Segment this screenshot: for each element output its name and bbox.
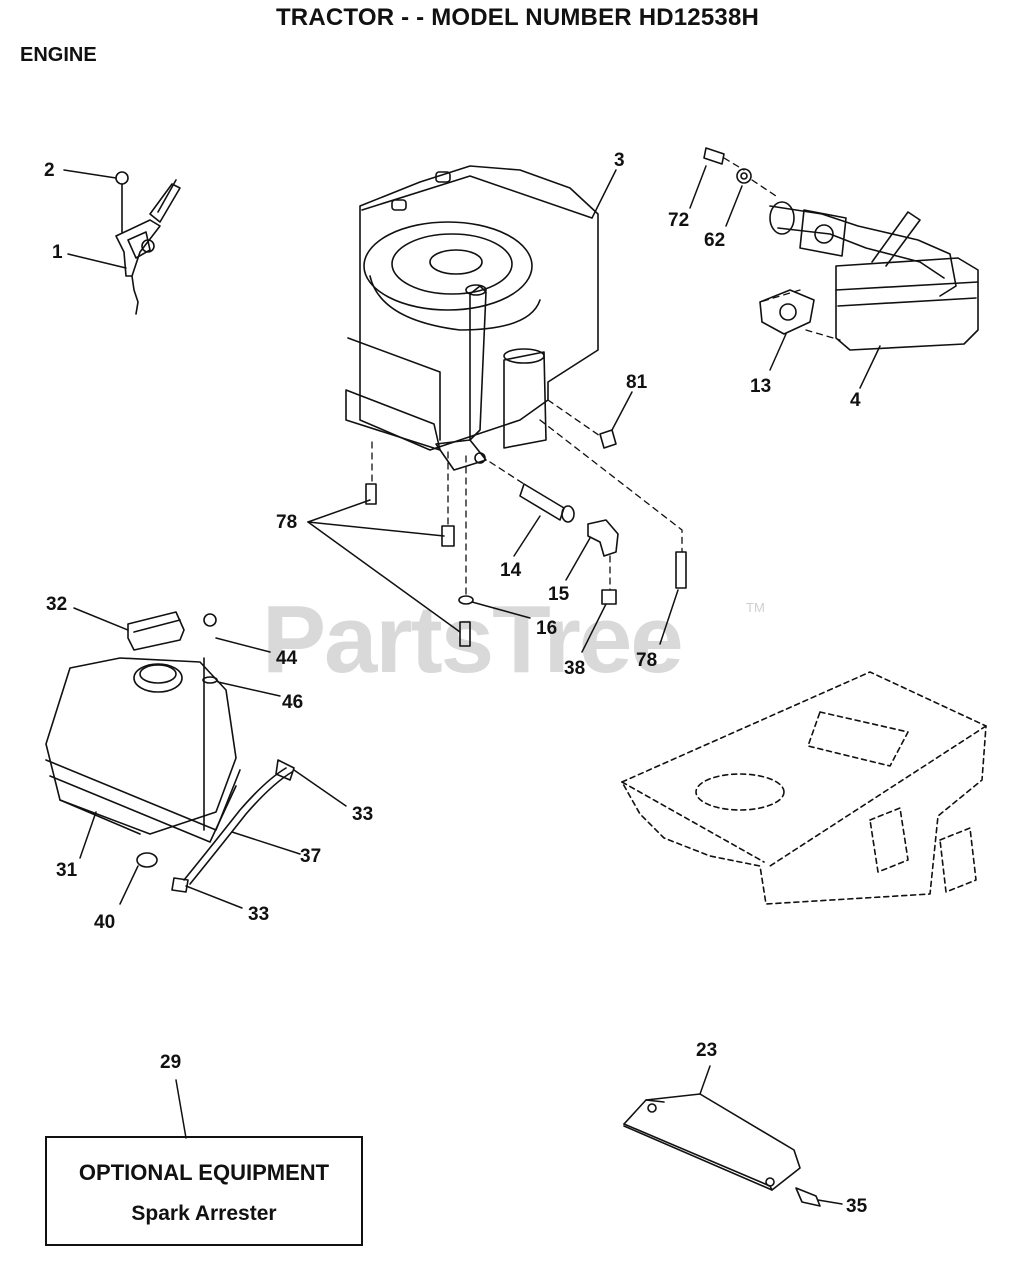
callout-78-right: 78 — [636, 650, 657, 671]
callout-62: 62 — [704, 230, 725, 251]
optional-equipment-box: OPTIONAL EQUIPMENT Spark Arrester — [45, 1136, 363, 1246]
page-title: TRACTOR - - MODEL NUMBER HD12538H — [275, 4, 760, 31]
callout-13: 13 — [750, 376, 771, 397]
callout-35: 35 — [846, 1196, 868, 1217]
watermark-trademark: TM — [746, 600, 765, 615]
callout-38: 38 — [564, 658, 585, 679]
callout-40: 40 — [94, 912, 115, 933]
callout-3: 3 — [614, 150, 625, 171]
callout-72: 72 — [668, 210, 689, 231]
callout-1: 1 — [52, 242, 63, 263]
frame-plate — [621, 671, 987, 905]
optional-equipment-heading: OPTIONAL EQUIPMENT — [78, 1160, 330, 1185]
callout-15: 15 — [548, 584, 570, 605]
callout-78-left: 78 — [276, 512, 297, 533]
callout-44: 44 — [276, 648, 298, 669]
muffler-part — [703, 147, 979, 351]
fuel-tank-part — [45, 611, 295, 893]
callout-33-upper: 33 — [352, 804, 373, 825]
callout-4: 4 — [850, 390, 861, 411]
callout-29: 29 — [160, 1052, 181, 1073]
callout-23: 23 — [696, 1040, 717, 1061]
section-label: ENGINE — [20, 44, 97, 66]
callout-14: 14 — [500, 560, 522, 581]
leader-lines — [63, 165, 881, 1205]
callout-2: 2 — [44, 160, 55, 181]
callout-16: 16 — [536, 618, 557, 639]
callout-31: 31 — [56, 860, 78, 881]
callout-32: 32 — [46, 594, 67, 615]
fasteners-group — [365, 429, 687, 647]
callout-labels: 2 1 3 72 62 13 4 81 78 14 15 16 38 78 32… — [44, 150, 868, 1217]
assembly-lines — [371, 157, 841, 595]
callout-46: 46 — [282, 692, 303, 713]
heat-shield-part — [623, 1093, 821, 1207]
callout-33-lower: 33 — [248, 904, 269, 925]
optional-equipment-item: Spark Arrester — [131, 1202, 277, 1225]
throttle-control-part — [115, 171, 181, 315]
callout-81: 81 — [626, 372, 648, 393]
callout-37: 37 — [300, 846, 321, 867]
engine-part — [345, 165, 599, 471]
